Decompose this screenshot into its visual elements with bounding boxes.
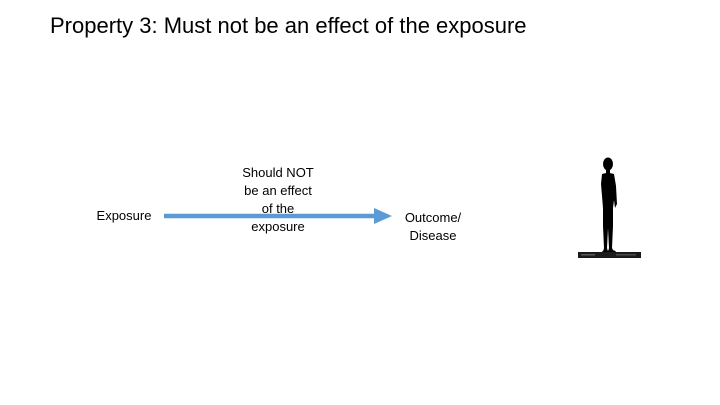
silhouette-torso bbox=[601, 173, 617, 208]
causal-arrow bbox=[164, 208, 392, 224]
arrow-annotation: Should NOT be an effect of the exposure bbox=[242, 165, 314, 234]
silhouette-base-mark-left bbox=[581, 254, 595, 256]
silhouette-neck bbox=[606, 169, 610, 174]
outcome-label: Outcome/ Disease bbox=[404, 210, 462, 243]
silhouette-base-mark-right bbox=[616, 254, 636, 256]
slide-title: Property 3: Must not be an effect of the… bbox=[50, 13, 527, 38]
silhouette-head bbox=[603, 157, 613, 171]
arrow-head bbox=[374, 208, 392, 224]
silhouette-legs bbox=[603, 207, 614, 252]
exposure-label: Exposure bbox=[96, 208, 152, 223]
person-silhouette-icon bbox=[578, 157, 641, 258]
silhouette-base bbox=[578, 252, 641, 258]
